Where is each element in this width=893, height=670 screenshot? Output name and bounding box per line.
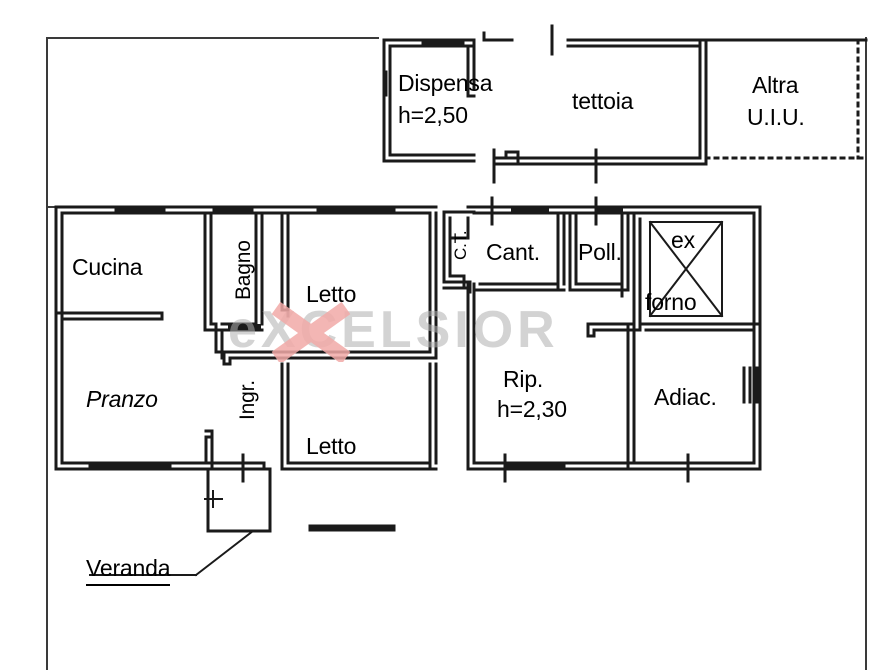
room-label-pranzo: Pranzo [86, 386, 158, 412]
ex-forno-box [648, 220, 724, 318]
dispensa-walls [382, 38, 476, 163]
room-label-poll: Poll. [578, 239, 622, 265]
room-label-cucina: Cucina [72, 254, 143, 280]
room-label-tettoia: tettoia [572, 88, 634, 114]
room-label-altra: Altra [752, 72, 799, 98]
ingresso-walls [204, 429, 272, 471]
room-note-rip-height: h=2,30 [497, 396, 567, 422]
room-label-bagno: Bagno [232, 240, 255, 300]
room-note-dispensa-height: h=2,50 [398, 102, 468, 128]
room-label-ex: ex [671, 227, 695, 253]
ex-forno-walls [632, 211, 642, 332]
room-label-dispensa: Dispensa [398, 70, 493, 96]
room-label-rip: Rip. [503, 366, 544, 392]
adiac-upper-wall [638, 322, 762, 332]
room-label-cant: Cant. [486, 239, 540, 265]
right-window-marks [506, 366, 761, 470]
veranda-box [206, 468, 272, 533]
room-label-ct: C.T. [451, 230, 470, 260]
room-label-adiac: Adiac. [654, 384, 717, 410]
room-label-letto-2: Letto [306, 433, 357, 459]
right-door-ticks [490, 196, 752, 483]
poll-walls [568, 211, 630, 298]
room-label-letto-1: Letto [306, 281, 357, 307]
room-label-veranda: Veranda [86, 555, 170, 587]
lot-boundary [46, 37, 867, 670]
altra-uiu-boundary [704, 38, 868, 160]
room-label-forno: forno [645, 289, 697, 315]
veranda-cross-mark [204, 490, 223, 508]
cant-walls [472, 211, 566, 293]
room-label-uiu: U.I.U. [747, 104, 805, 130]
room-label-ingr: Ingr. [236, 380, 259, 420]
opening-ticks-top [482, 24, 598, 184]
ct-walls [442, 210, 476, 294]
veranda-leader-line [89, 529, 255, 577]
rip-adiac-wall [586, 322, 636, 471]
cucina-pranzo-wall [54, 311, 164, 321]
